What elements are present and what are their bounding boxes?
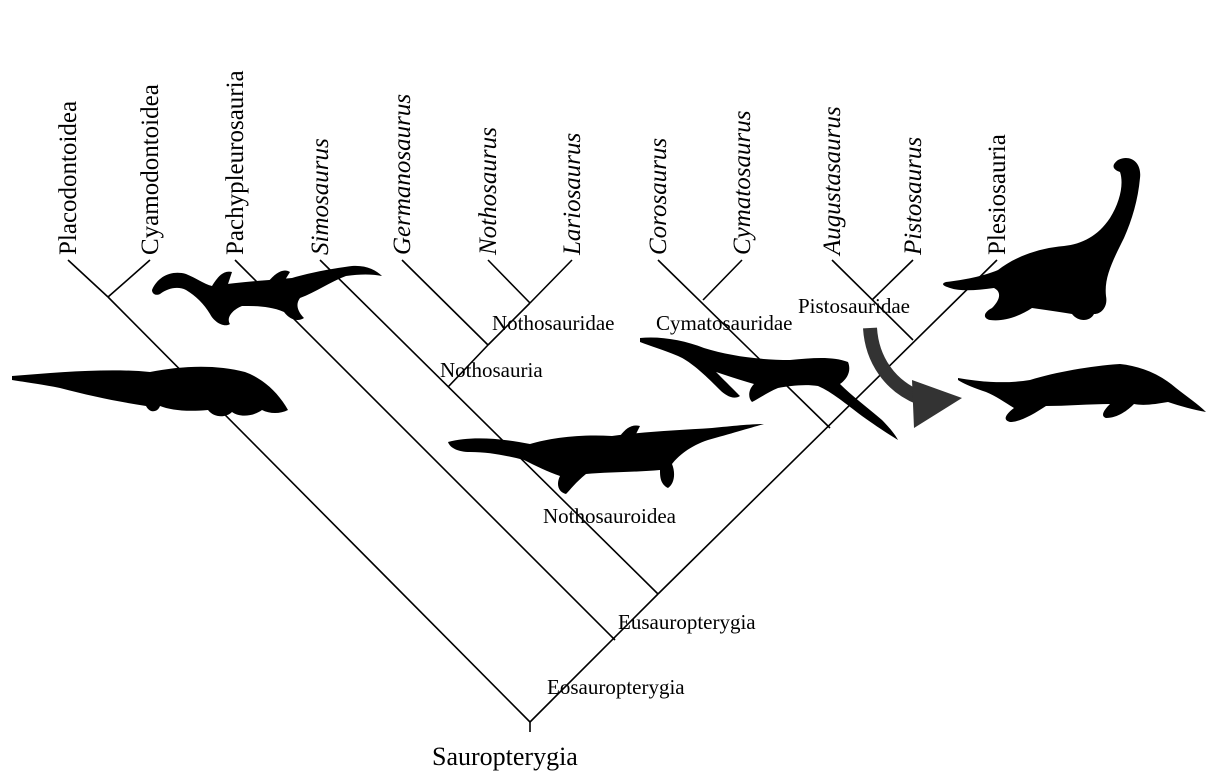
- branch-placodontoidea: [68, 260, 108, 297]
- branch-germanosaurus: [402, 260, 488, 345]
- pachypleurosaur-silhouette: [152, 266, 382, 325]
- taxon-cymatosaurus: Cymatosaurus: [729, 111, 756, 255]
- taxon-corosaurus: Corosaurus: [645, 138, 672, 255]
- taxon-nothosaurus: Nothosaurus: [475, 127, 502, 256]
- taxon-plesiosauria: Plesiosauria: [984, 134, 1011, 255]
- placodont-silhouette: [12, 367, 288, 417]
- clade-nothosauria: Nothosauria: [440, 358, 543, 382]
- taxon-germanosaurus: Germanosaurus: [389, 94, 416, 255]
- taxon-pachypleurosauria: Pachypleurosauria: [222, 70, 249, 255]
- taxon-labels: Placodontoidea Cyamodontoidea Pachypleur…: [55, 70, 1011, 257]
- clade-sauropterygia: Sauropterygia: [432, 742, 578, 771]
- taxon-placodontoidea: Placodontoidea: [55, 101, 82, 255]
- plesiosaur-silhouette: [943, 158, 1140, 320]
- clade-eusauropterygia: Eusauropterygia: [618, 610, 756, 634]
- clade-eosauropterygia: Eosauropterygia: [547, 675, 685, 699]
- taxon-pistosaurus: Pistosaurus: [900, 137, 927, 256]
- clade-pistosauridae: Pistosauridae: [798, 294, 910, 318]
- branch-nothosaurus: [488, 260, 530, 303]
- taxon-lariosaurus: Lariosaurus: [559, 133, 586, 256]
- branch-cymatosaurus: [703, 260, 742, 300]
- branch-cyamodontoidea: [108, 260, 150, 297]
- taxon-augustasaurus: Augustasaurus: [819, 106, 846, 257]
- clade-cymatosauridae: Cymatosauridae: [656, 311, 792, 335]
- taxon-simosaurus: Simosaurus: [307, 138, 334, 255]
- branch-lariosaurus: [530, 260, 572, 303]
- clade-nothosauroidea: Nothosauroidea: [543, 504, 677, 528]
- pistosaur-silhouette: [958, 364, 1206, 422]
- nothosaur-silhouette: [448, 424, 764, 494]
- cymatosaur-silhouette: [640, 337, 898, 440]
- transition-arrow: [870, 328, 962, 428]
- taxon-cyamodontoidea: Cyamodontoidea: [137, 84, 164, 255]
- clade-nothosauridae: Nothosauridae: [492, 311, 614, 335]
